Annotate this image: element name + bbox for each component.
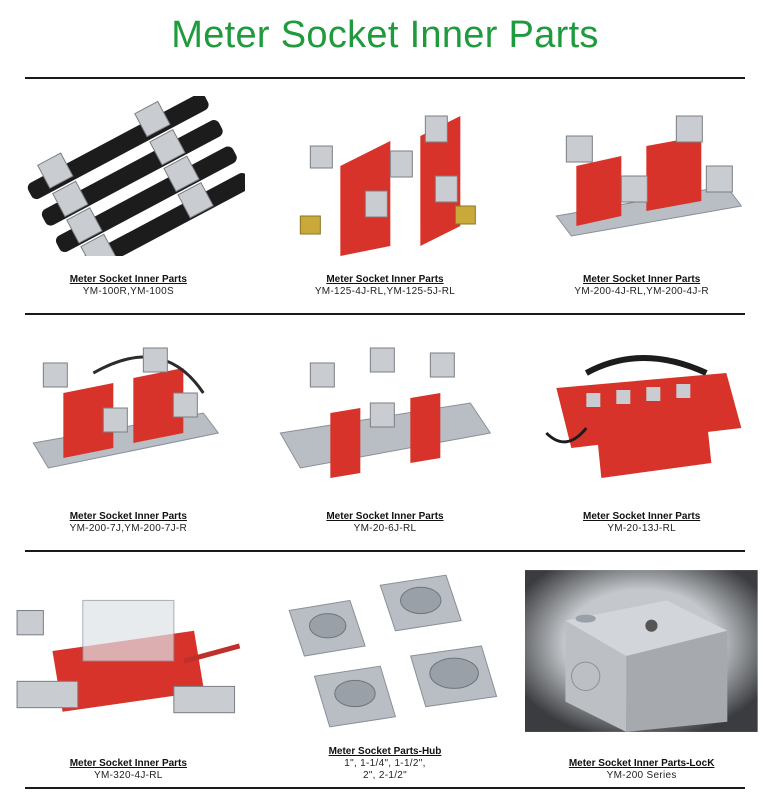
product-title: Meter Socket Inner Parts: [583, 511, 701, 522]
product-title: Meter Socket Inner Parts-LocK: [568, 758, 715, 769]
product-model: 1", 1-1/4", 1-1/2",: [344, 758, 426, 769]
product-caption: Meter Socket Inner Parts YM-20-6J-RL: [257, 511, 514, 535]
product-title: Meter Socket Inner Parts: [69, 274, 187, 285]
product-image-red-base-plate: [525, 96, 758, 256]
product-model: 2", 2-1/2": [362, 770, 407, 781]
product-model: YM-320-4J-RL: [94, 770, 163, 781]
product-model: YM-100R,YM-100S: [82, 286, 174, 297]
product-caption: Meter Socket Inner Parts YM-320-4J-RL: [0, 758, 257, 782]
product-caption: Meter Socket Inner Parts YM-20-13J-RL: [513, 511, 770, 535]
product-card[interactable]: Meter Socket Parts-Hub 1", 1-1/4", 1-1/2…: [257, 568, 514, 782]
product-card[interactable]: Meter Socket Inner Parts YM-20-13J-RL: [513, 333, 770, 535]
product-card[interactable]: Meter Socket Inner Parts YM-200-4J-RL,YM…: [513, 96, 770, 298]
product-image-red-base: [269, 96, 502, 256]
product-title: Meter Socket Inner Parts: [326, 511, 444, 522]
product-image-320-4j: [12, 568, 245, 734]
product-row-1: Meter Socket Inner Parts YM-100R,YM-100S…: [0, 96, 770, 298]
divider-2: [25, 550, 745, 552]
product-model: YM-125-4J-RL,YM-125-5J-RL: [314, 286, 456, 297]
divider-top: [25, 77, 745, 79]
product-image-lock-box: [525, 568, 758, 734]
product-model: YM-20-13J-RL: [607, 523, 676, 534]
product-model: YM-20-6J-RL: [353, 523, 417, 534]
product-caption: Meter Socket Inner Parts YM-100R,YM-100S: [0, 274, 257, 298]
product-caption: Meter Socket Inner Parts YM-200-7J,YM-20…: [0, 511, 257, 535]
product-caption: Meter Socket Inner Parts YM-125-4J-RL,YM…: [257, 274, 514, 298]
product-image-hubs: [269, 568, 502, 734]
product-card[interactable]: Meter Socket Inner Parts YM-125-4J-RL,YM…: [257, 96, 514, 298]
product-image-black-base: [12, 96, 245, 256]
page-title: Meter Socket Inner Parts: [171, 14, 599, 56]
product-title: Meter Socket Parts-Hub: [328, 746, 442, 757]
product-caption: Meter Socket Parts-Hub 1", 1-1/4", 1-1/2…: [257, 746, 514, 782]
product-model: YM-200-4J-RL,YM-200-4J-R: [574, 286, 709, 297]
product-row-3: Meter Socket Inner Parts YM-320-4J-RL Me…: [0, 568, 770, 782]
divider-1: [25, 313, 745, 315]
product-title: Meter Socket Inner Parts: [69, 511, 187, 522]
product-card[interactable]: Meter Socket Inner Parts-LocK YM-200 Ser…: [513, 568, 770, 782]
product-card[interactable]: Meter Socket Inner Parts YM-20-6J-RL: [257, 333, 514, 535]
product-model: YM-200 Series: [606, 770, 677, 781]
product-card[interactable]: Meter Socket Inner Parts YM-100R,YM-100S: [0, 96, 257, 298]
product-image-red-block-13j: [525, 333, 758, 493]
product-image-red-base-7j: [12, 333, 245, 493]
product-row-2: Meter Socket Inner Parts YM-200-7J,YM-20…: [0, 333, 770, 535]
product-caption: Meter Socket Inner Parts YM-200-4J-RL,YM…: [513, 274, 770, 298]
product-model: YM-200-7J,YM-200-7J-R: [69, 523, 188, 534]
product-title: Meter Socket Inner Parts: [326, 274, 444, 285]
product-title: Meter Socket Inner Parts: [69, 758, 187, 769]
product-caption: Meter Socket Inner Parts-LocK YM-200 Ser…: [513, 758, 770, 782]
product-title: Meter Socket Inner Parts: [583, 274, 701, 285]
product-card[interactable]: Meter Socket Inner Parts YM-200-7J,YM-20…: [0, 333, 257, 535]
product-image-plate-6j: [269, 333, 502, 493]
product-card[interactable]: Meter Socket Inner Parts YM-320-4J-RL: [0, 568, 257, 782]
divider-bottom: [25, 787, 745, 789]
